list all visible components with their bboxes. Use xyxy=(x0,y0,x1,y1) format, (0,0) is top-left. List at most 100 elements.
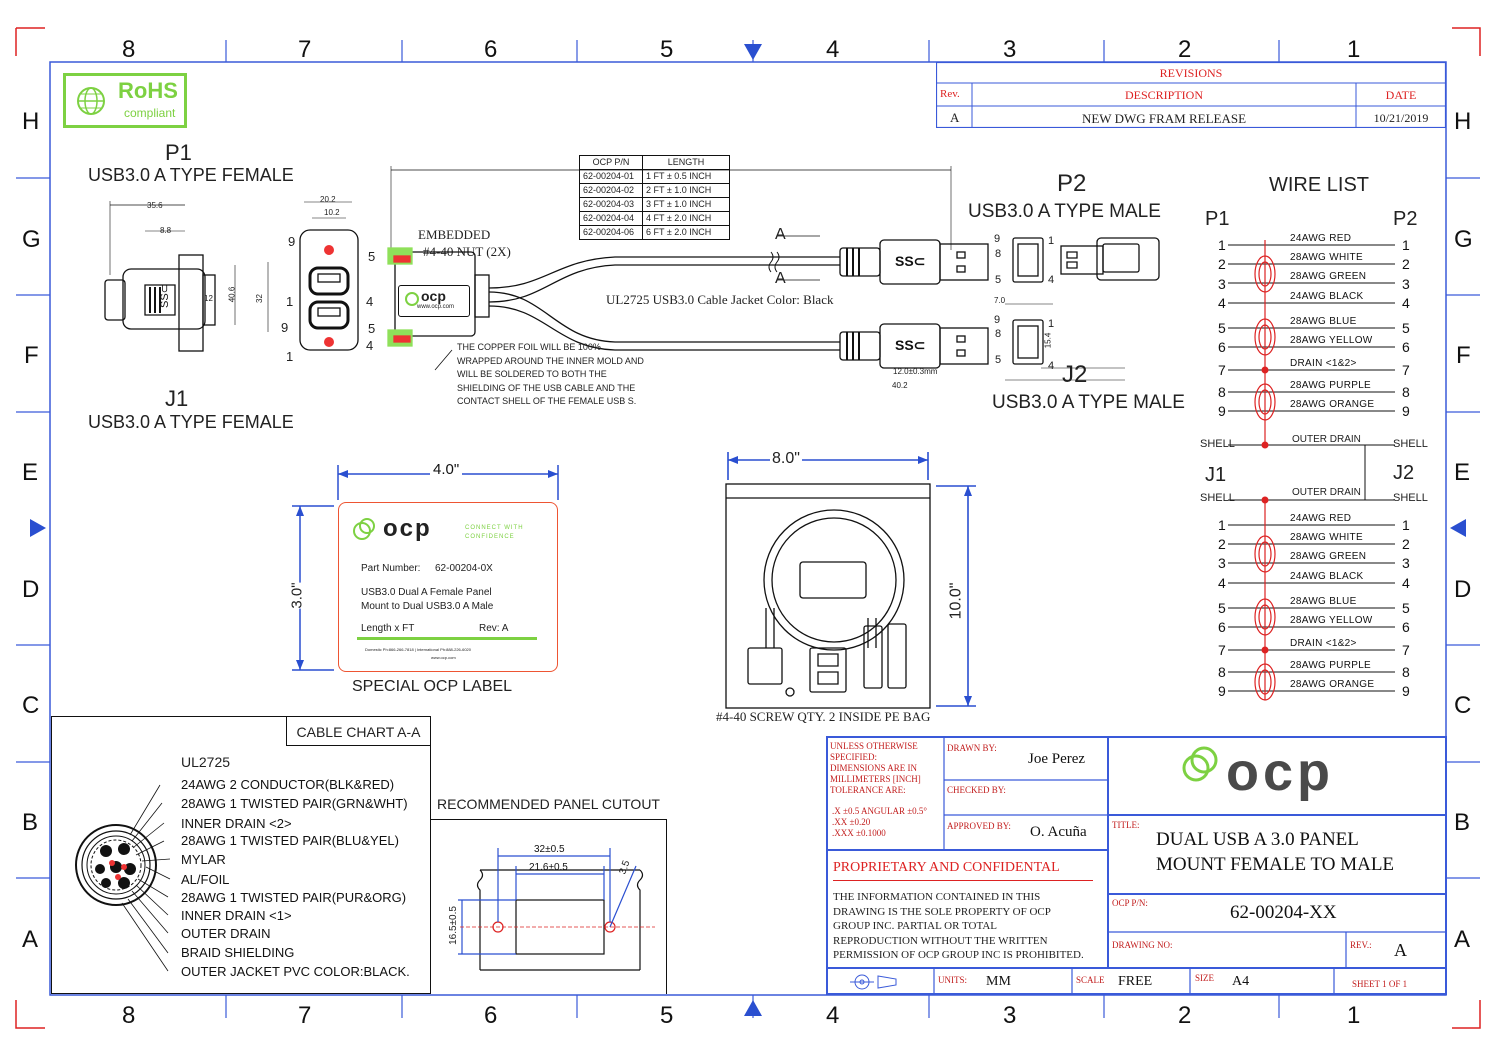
tb-tolerance-1: UNLESS OTHERWISE xyxy=(830,741,918,751)
grid-row-e: E xyxy=(22,459,39,486)
wire-p1-pin-8: 8 xyxy=(1218,384,1226,400)
wire-list-lines xyxy=(1228,240,1395,701)
foil-note-line-2: WRAPPED AROUND THE INNER MOLD AND xyxy=(457,355,644,366)
cable-chart-title: CABLE CHART A-A xyxy=(286,716,431,746)
wire-p2-pin-7: 7 xyxy=(1402,362,1410,378)
foil-note-line-1: THE COPPER FOIL WILL BE 100% xyxy=(457,342,601,352)
tb-tol-x: .X ±0.5 ANGULAR ±0.5° xyxy=(832,806,927,816)
pin-4-top: 4 xyxy=(366,294,374,309)
label-desc-1: USB3.0 Dual A Female Panel xyxy=(361,587,492,598)
p2-subtitle: USB3.0 A TYPE MALE xyxy=(968,201,1161,222)
wire-top-label-9: 28AWG ORANGE xyxy=(1290,399,1375,410)
pin-4-bottom: 4 xyxy=(366,338,374,353)
cable-item-11: OUTER JACKET PVC COLOR:BLACK. xyxy=(181,964,410,979)
tb-ocp-logo: ocp xyxy=(1226,742,1335,802)
wire-bottom-label-6: 28AWG YELLOW xyxy=(1290,615,1373,626)
grid-row-d: D xyxy=(22,576,40,603)
cable-note: UL2725 USB3.0 Cable Jacket Color: Black xyxy=(606,292,834,307)
foil-note-line-3: WILL BE SOLDERED TO BOTH THE xyxy=(457,369,607,379)
wire-list-j2: J2 xyxy=(1393,462,1415,484)
embedded-line1: EMBEDDED xyxy=(418,227,491,242)
cable-item-9: OUTER DRAIN xyxy=(181,926,271,941)
wire-bottom-label-4: 24AWG BLACK xyxy=(1290,571,1364,582)
tb-drawn-by: Joe Perez xyxy=(1028,751,1086,767)
revisions-title: REVISIONS xyxy=(1159,66,1223,80)
grid-col-8-bottom: 8 xyxy=(122,1002,136,1029)
male-pin-1-bottom: 1 xyxy=(1048,318,1055,330)
ocp-mold-logo: ocp www.ocp.com xyxy=(398,285,470,317)
wire-p1-pin-1: 1 xyxy=(1218,237,1226,253)
rev-value: A xyxy=(950,110,960,125)
label-length: Length x FT xyxy=(361,623,415,634)
wire-j2-pin-3: 3 xyxy=(1402,555,1410,571)
wire-j1-pin-4: 4 xyxy=(1218,575,1226,591)
male-connector-end-views xyxy=(1005,237,1160,381)
length-pn-2: 62-00204-02 xyxy=(579,183,643,198)
tb-tolerance-4: MILLIMETERS [INCH] xyxy=(830,774,921,784)
label-height-dim: 3.0" xyxy=(288,582,306,609)
wire-j2-pin-5: 5 xyxy=(1402,600,1410,616)
cable-item-1: 24AWG 2 CONDUCTOR(BLK&RED) xyxy=(181,777,395,792)
male-pin-9-bottom: 9 xyxy=(994,314,1001,326)
tb-tolerance-2: SPECIFIED: xyxy=(830,752,878,762)
grid-col-5-bottom: 5 xyxy=(660,1002,674,1029)
wire-p2-pin-6: 6 xyxy=(1402,339,1410,355)
shell-right-bottom: SHELL xyxy=(1393,492,1428,504)
tb-tol-xxx: .XXX ±0.1000 xyxy=(832,828,886,838)
grid-row-d-right: D xyxy=(1454,576,1472,603)
tb-rev-label: REV.: xyxy=(1350,940,1372,950)
wire-j1-pin-7: 7 xyxy=(1218,642,1226,658)
cable-item-8: INNER DRAIN <1> xyxy=(181,908,292,923)
p2-title: P2 xyxy=(1057,170,1087,197)
grid-col-2: 2 xyxy=(1178,36,1192,63)
length-pn-1: 62-00204-01 xyxy=(579,169,643,184)
wire-top-label-1: 24AWG RED xyxy=(1290,233,1352,244)
rohs-subtitle: compliant xyxy=(124,106,176,120)
description-header: DESCRIPTION xyxy=(1124,88,1203,102)
wire-j1-pin-5: 5 xyxy=(1218,600,1226,616)
wire-bottom-label-1: 24AWG RED xyxy=(1290,513,1352,524)
grid-row-g: G xyxy=(22,226,41,253)
grid-row-f: F xyxy=(24,342,39,369)
outer-drain-bottom: OUTER DRAIN xyxy=(1292,487,1361,498)
grid-col-1: 1 xyxy=(1347,36,1361,63)
grid-col-4: 4 xyxy=(826,36,840,63)
tb-prop-rule xyxy=(833,880,1093,881)
rohs-title: RoHS xyxy=(118,78,178,103)
wire-list-title: WIRE LIST xyxy=(1269,174,1370,196)
date-header: DATE xyxy=(1385,88,1417,102)
male-pin-4-top: 4 xyxy=(1048,274,1055,286)
tb-tolerance-5: TOLERANCE ARE: xyxy=(830,785,906,795)
bag-height-dim: 10.0" xyxy=(947,582,966,620)
dim-40-2: 40.2 xyxy=(892,381,908,390)
wire-list-p2: P2 xyxy=(1393,208,1418,230)
cable-item-3: INNER DRAIN <2> xyxy=(181,816,292,831)
cable-item-6: AL/FOIL xyxy=(181,872,230,887)
tb-title-2: MOUNT FEMALE TO MALE xyxy=(1156,854,1395,875)
tb-tolerance-3: DIMENSIONS ARE IN xyxy=(830,763,918,773)
wire-bottom-label-5: 28AWG BLUE xyxy=(1290,596,1357,607)
wire-top-label-3: 28AWG GREEN xyxy=(1290,271,1367,282)
shell-right-top: SHELL xyxy=(1393,438,1428,450)
label-desc-2: Mount to Dual USB3.0 A Male xyxy=(361,601,494,612)
length-pn-3: 62-00204-03 xyxy=(579,197,643,212)
wire-bottom-label-9: 28AWG ORANGE xyxy=(1290,679,1375,690)
length-value-4: 4 FT ± 2.0 INCH xyxy=(642,211,730,226)
pin-9-top: 9 xyxy=(288,234,296,249)
cable-cross-section xyxy=(75,784,171,972)
wire-j2-pin-1: 1 xyxy=(1402,517,1410,533)
wire-j2-pin-9: 9 xyxy=(1402,683,1410,699)
grid-col-6-bottom: 6 xyxy=(484,1002,498,1029)
j2-title: J2 xyxy=(1062,361,1088,388)
pin-5-top: 5 xyxy=(368,249,376,264)
grid-row-a: A xyxy=(22,926,39,953)
tb-title-label: TITLE: xyxy=(1112,820,1140,830)
j1-subtitle: USB3.0 A TYPE FEMALE xyxy=(88,412,294,432)
panel-cutout-drawing xyxy=(458,848,655,971)
shell-left-bottom: SHELL xyxy=(1200,492,1235,504)
dim-40-6: 40.6 xyxy=(227,286,237,303)
label-width-dim: 4.0" xyxy=(430,461,463,478)
grid-col-3-bottom: 3 xyxy=(1003,1002,1017,1029)
tb-checked-by-label: CHECKED BY: xyxy=(947,785,1006,795)
